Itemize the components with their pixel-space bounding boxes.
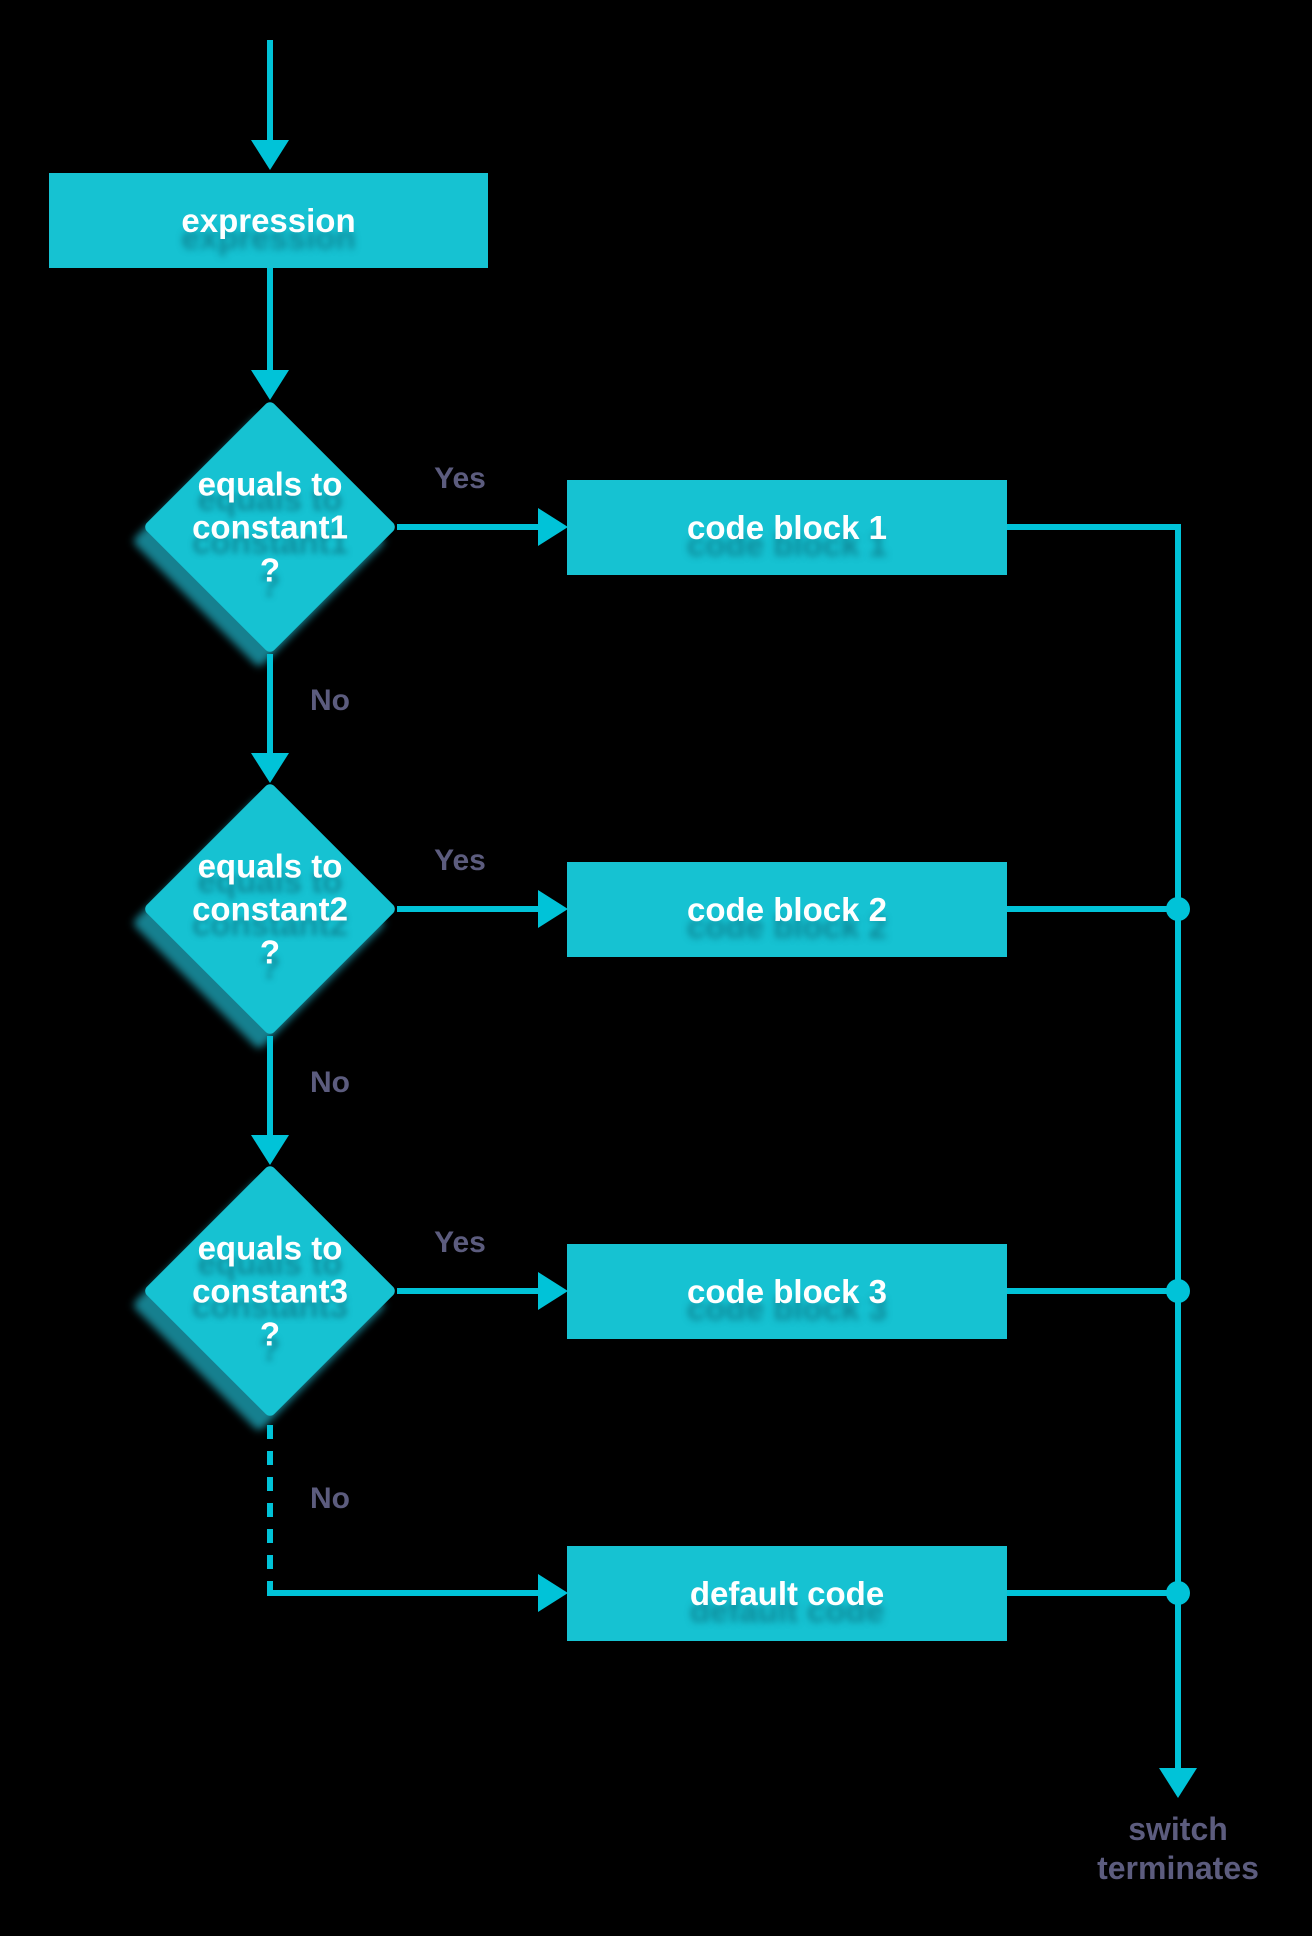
terminal-line1: switch [1128,1811,1228,1847]
switch-terminates-label: switch terminates [1028,1810,1312,1888]
connector-decision2-no [267,1036,273,1135]
decision1-line3: ? [259,551,281,589]
connector-decision1-yes [397,524,540,530]
expression-label: expression [181,201,356,239]
code-block1-label: code block 1 [687,508,887,546]
decision1-line1: equals to [197,465,343,503]
default-code-label: default code [689,1574,885,1612]
arrow-down-icon [251,753,289,783]
decision2-label: equals to constant2 ? [135,845,405,974]
decision1-label: equals to constant1 ? [135,463,405,592]
arrow-right-icon [538,890,568,928]
arrow-right-icon [538,508,568,546]
yes-label-1: Yes [434,462,486,495]
yes-label-2: Yes [434,844,486,877]
arrow-right-icon [538,1574,568,1612]
decision3-line1: equals to [197,1229,343,1267]
expression-node: expression [49,173,488,268]
decision3-line3: ? [259,1315,281,1353]
no-label-3: No [310,1482,350,1515]
arrow-down-icon [251,370,289,400]
decision2-line1: equals to [197,847,343,885]
connector-decision2-yes [397,906,540,912]
decision3-line2: constant3 [192,1272,348,1310]
junction-dot [1166,897,1190,921]
decision3-node: equals to constant3 ? [131,1163,398,1433]
code-block3-label: code block 3 [687,1272,887,1310]
decision3-label: equals to constant3 ? [135,1227,405,1356]
code-block3-node: code block 3 [567,1244,1007,1339]
no-label-2: No [310,1066,350,1099]
arrow-down-icon [251,140,289,170]
decision1-line2: constant1 [192,508,348,546]
connector-decision3-yes [397,1288,540,1294]
entry-connector-line [267,40,273,140]
junction-dot [1166,1581,1190,1605]
connector-block3-to-rail [1007,1288,1181,1294]
arrow-down-icon [251,1135,289,1165]
code-block1-node: code block 1 [567,480,1007,575]
decision2-line2: constant2 [192,890,348,928]
connector-decision3-no-dashed [267,1425,273,1593]
arrow-down-icon [1159,1768,1197,1798]
connector-decision1-no [267,654,273,753]
code-block2-label: code block 2 [687,890,887,928]
connector-block2-to-rail [1007,906,1181,912]
connector-block1-to-rail [1007,524,1181,530]
default-code-node: default code [567,1546,1007,1641]
no-label-1: No [310,684,350,717]
yes-label-3: Yes [434,1226,486,1259]
decision2-node: equals to constant2 ? [131,781,398,1051]
code-block2-node: code block 2 [567,862,1007,957]
decision2-line3: ? [259,933,281,971]
connector-expression-to-decision1 [267,268,273,370]
connector-default [267,1590,540,1596]
rail-line [1175,524,1181,1770]
terminal-line2: terminates [1097,1850,1259,1886]
decision1-node: equals to constant1 ? [131,399,398,669]
junction-dot [1166,1279,1190,1303]
connector-default-to-rail [1007,1590,1181,1596]
arrow-right-icon [538,1272,568,1310]
